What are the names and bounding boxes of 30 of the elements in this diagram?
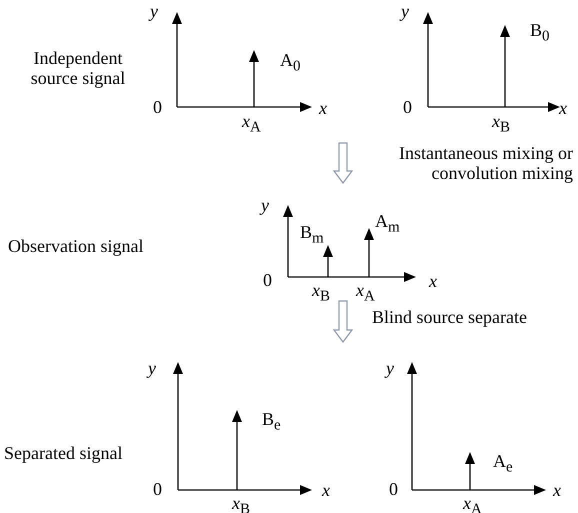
axis-label: y xyxy=(401,2,409,22)
tick-label: x$_{A}$ xyxy=(356,281,375,306)
axis-label: y xyxy=(386,359,394,379)
tick-label: x$_{A}$ xyxy=(242,112,261,136)
stage-label: Independent source signal xyxy=(30,49,126,89)
impulse-label: A$_{0}$ xyxy=(280,51,300,76)
axis-label: y xyxy=(150,2,158,22)
origin-label: 0 xyxy=(403,98,412,118)
axis-label: x xyxy=(322,481,330,501)
impulse-label: B$_{m}$ xyxy=(300,223,324,248)
axis-label: x xyxy=(559,99,567,119)
axis-label: y xyxy=(261,196,269,216)
impulse-label: B$_{e}$ xyxy=(262,410,281,434)
arrow-label: Instantaneous mixing or convolution mixing xyxy=(398,144,573,184)
arrow-label: Blind source separate xyxy=(372,308,527,328)
origin-label: 0 xyxy=(153,98,162,118)
origin-label: 0 xyxy=(263,271,272,291)
impulse-label: B$_{0}$ xyxy=(530,21,550,46)
axis-label: y xyxy=(148,359,156,379)
axis-label: x xyxy=(429,272,437,292)
tick-label: x$_{B}$ xyxy=(492,112,510,136)
impulse-label: A$_{m}$ xyxy=(375,212,400,236)
origin-label: 0 xyxy=(153,480,162,500)
stage-label: Observation signal xyxy=(8,237,144,257)
axis-label: x xyxy=(553,481,561,501)
origin-label: 0 xyxy=(389,480,398,500)
tick-label: x$_{B}$ xyxy=(312,281,330,306)
axis-label: x xyxy=(319,99,327,119)
impulse-label: A$_{e}$ xyxy=(493,452,513,476)
stage-label: Separated signal xyxy=(4,444,122,464)
